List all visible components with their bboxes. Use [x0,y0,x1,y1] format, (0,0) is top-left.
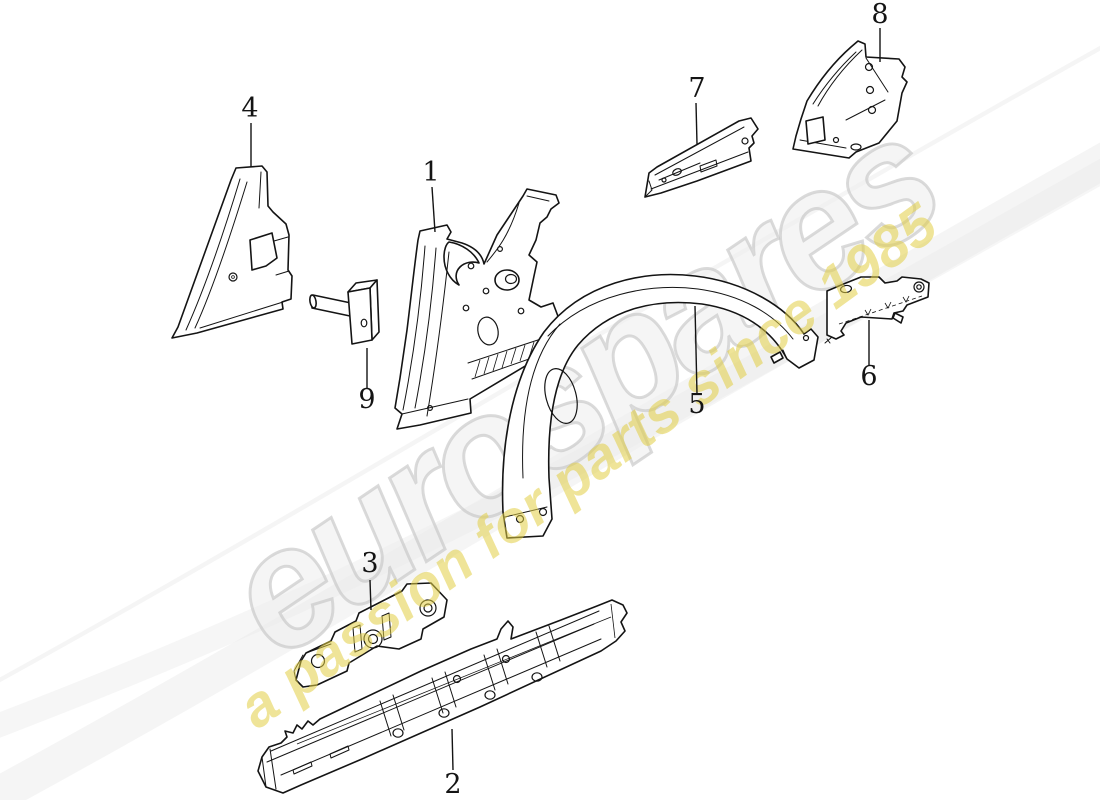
part-8-bracket [792,40,908,159]
swoosh-band-accent [0,158,1100,738]
part-7-rail [644,117,759,198]
callout-number-3: 3 [361,548,378,579]
callout-number-8: 8 [871,0,888,30]
swoosh-band-core [0,50,1100,774]
part-1-quarter-panel-inner [394,188,560,430]
callout-3-line [369,579,372,611]
callout-number-1: 1 [422,157,439,188]
brand-watermark: eurospares [191,82,969,694]
part-9-plug [309,279,380,345]
part-2-sill-panel [257,599,628,794]
callout-number-4: 4 [241,93,258,124]
swoosh-band [0,45,1100,800]
tagline-watermark: a passion for parts since 1985 [226,191,950,741]
callout-1-line [431,186,436,233]
callout-number-6: 6 [860,361,877,392]
callout-number-9: 9 [358,384,375,415]
callout-number-5: 5 [688,389,705,420]
callout-2-line [451,728,454,771]
part-3-bracket [293,582,448,688]
part-6-support-bracket [824,276,930,344]
callout-7-line [695,102,698,145]
part-4-side-trim-panel [171,165,293,339]
callout-5-line [694,305,698,395]
callout-number-7: 7 [688,73,705,104]
part-5-wheel-arch [501,273,819,539]
callout-number-2: 2 [444,769,461,800]
